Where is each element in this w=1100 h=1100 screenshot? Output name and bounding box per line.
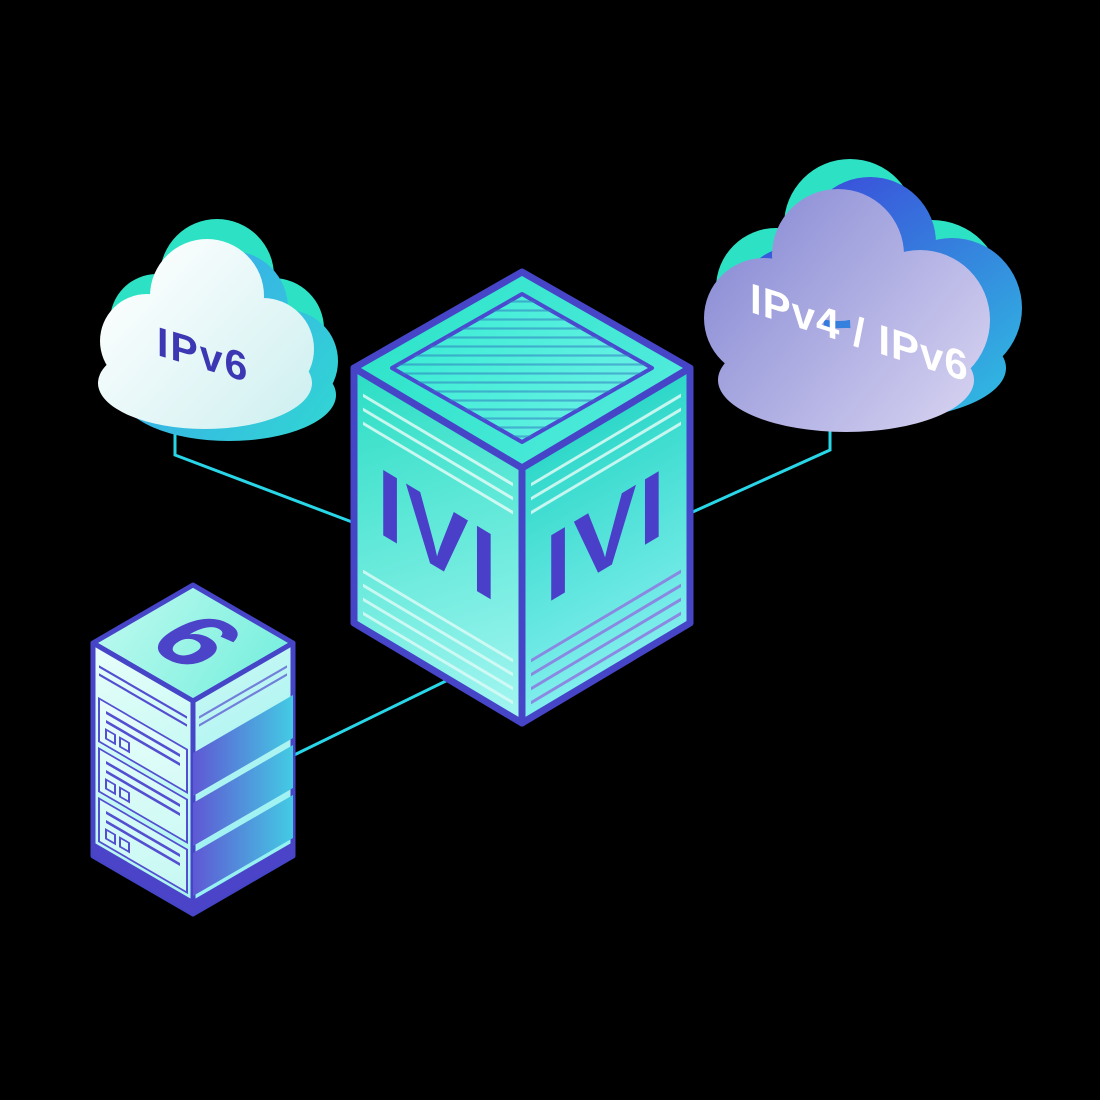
box-right-face-bottom-stripes bbox=[531, 569, 681, 705]
server-left-face-content bbox=[93, 665, 193, 914]
box-top-hatch-lines bbox=[392, 294, 652, 442]
server-base-side bbox=[193, 842, 293, 914]
ipv4-ipv6-cloud: IPv4 / IPv6 bbox=[704, 159, 1022, 432]
box-left-face-top-stripes bbox=[363, 393, 513, 515]
server-right-face-content bbox=[193, 665, 293, 914]
box-left-face-bottom-stripes bbox=[363, 569, 513, 705]
server-right-vent-lines bbox=[199, 665, 287, 727]
connector-server-to-box bbox=[289, 676, 453, 759]
ipv6-server: 6 bbox=[90, 582, 296, 917]
server-left-vent-lines bbox=[99, 665, 187, 727]
ipv6-cloud: IPv6 bbox=[98, 219, 338, 441]
ivi-translator-box: IVI IVI bbox=[350, 268, 694, 727]
server-base-front bbox=[93, 842, 193, 914]
box-right-face-top-stripes bbox=[531, 393, 681, 515]
